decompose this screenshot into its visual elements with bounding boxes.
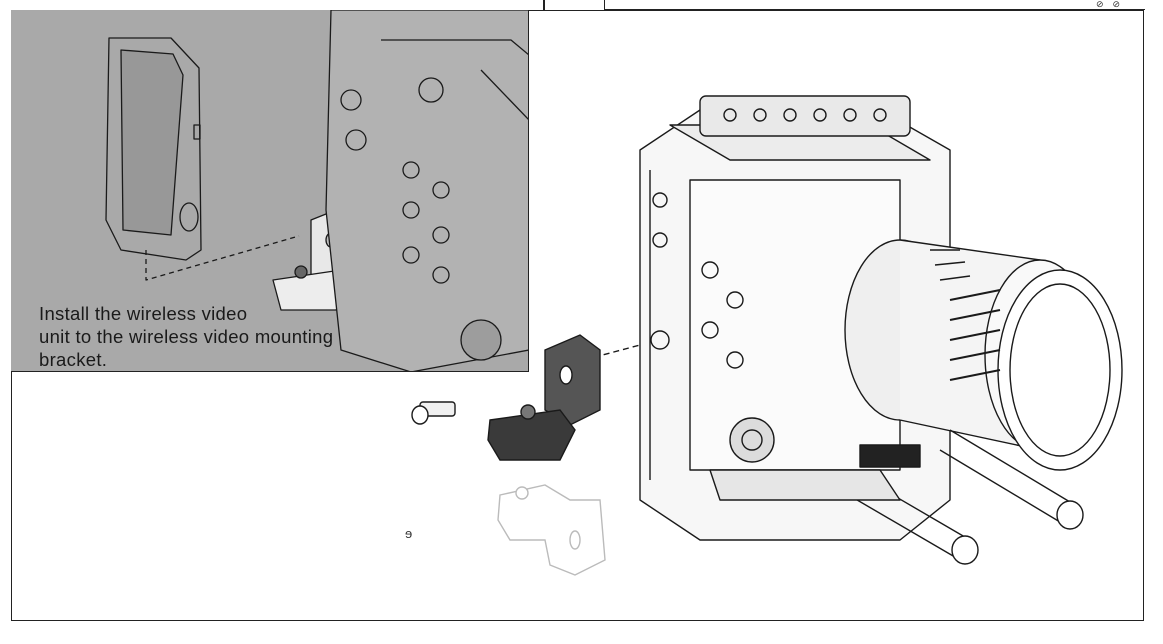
instruction-text: Install the wireless video unit to the w… — [39, 302, 399, 371]
stray-mark: ɘ — [405, 526, 413, 541]
corner-marks: ⊘ ⊘ — [1096, 0, 1123, 10]
instruction-line-1: Install the wireless video — [39, 303, 248, 324]
instruction-line-2: unit to the wireless video mounting — [39, 326, 334, 347]
wireless-unit-illustration — [105, 10, 528, 371]
detail-inset: Install the wireless video unit to the w… — [11, 10, 529, 372]
instruction-line-3: bracket. — [39, 349, 108, 370]
page-tab-divider — [543, 0, 545, 10]
page-header-strip: ⊘ ⊘ — [604, 0, 1145, 10]
